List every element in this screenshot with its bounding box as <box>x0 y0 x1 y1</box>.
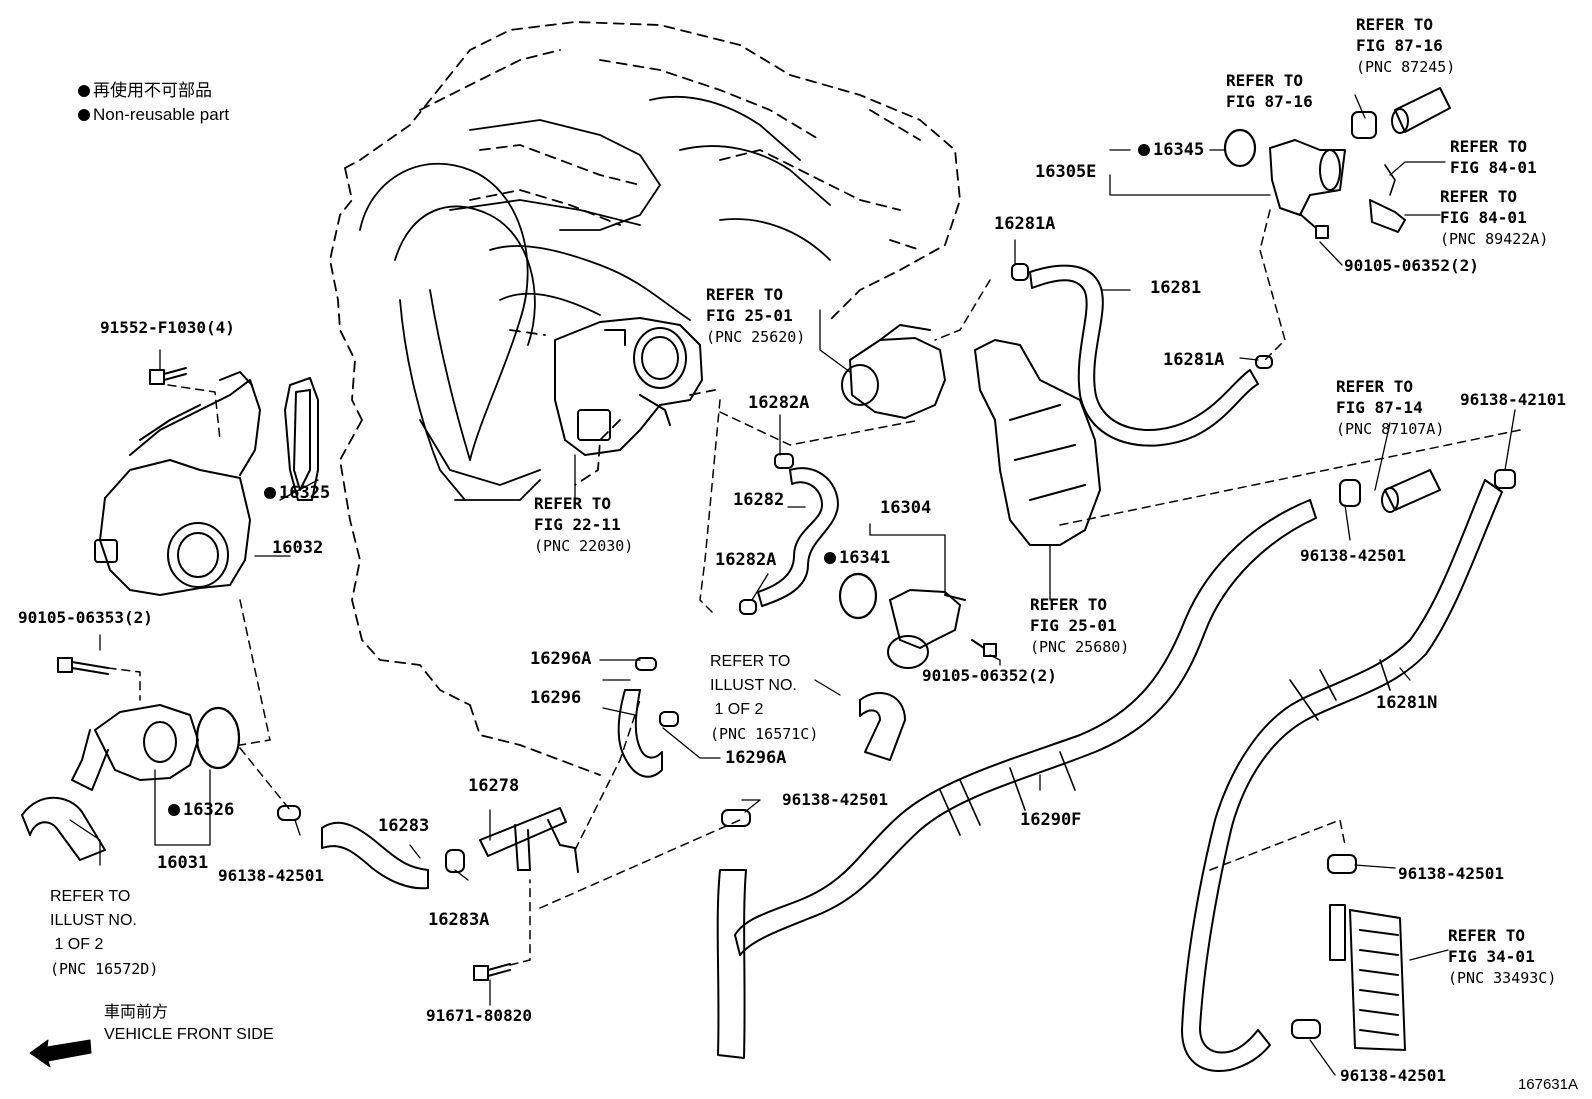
bullet-icon <box>78 109 90 121</box>
sensor-89422A <box>1369 199 1406 233</box>
part-16281N: 16281N <box>1376 693 1438 713</box>
part-16290F: 16290F <box>1020 810 1082 830</box>
leader-lines <box>69 94 1516 1076</box>
bolt-90105-06352-top <box>1299 213 1329 239</box>
part-16341: 16341 <box>824 550 890 567</box>
part-16032: 16032 <box>272 538 324 558</box>
water-inlet-16031 <box>71 704 199 791</box>
o-ring-16345 <box>1223 128 1257 168</box>
legend-jp: 再使用不可部品 <box>78 79 229 103</box>
refer-fig-84-01-b: REFER TO FIG 84-01 (PNC 89422A) <box>1440 187 1549 248</box>
hose-16283 <box>321 821 429 890</box>
water-outlet-16304 <box>887 589 966 669</box>
part-16281: 16281 <box>1150 278 1202 298</box>
hose-16281 <box>1029 264 1259 447</box>
part-90105-06353: 90105-06353(2) <box>18 608 153 627</box>
refer-fig-34-01: REFER TO FIG 34-01 (PNC 33493C) <box>1448 926 1557 987</box>
pipe-16278 <box>479 807 579 873</box>
part-96138-42501-e: 96138-42501 <box>1340 1066 1446 1085</box>
pipe-87245 <box>1394 87 1451 133</box>
refer-fig-87-14: REFER TO FIG 87-14 (PNC 87107A) <box>1336 377 1445 438</box>
non-reusable-icon <box>168 804 180 816</box>
part-96138-42101: 96138-42101 <box>1460 390 1566 409</box>
part-90105-06352-top: 90105-06352(2) <box>1344 256 1479 275</box>
part-16304: 16304 <box>880 498 932 518</box>
pipe-87107A <box>1384 469 1441 511</box>
intake-manifold <box>359 96 831 501</box>
part-16282A-top: 16282A <box>748 393 810 413</box>
part-16031: 16031 <box>157 853 209 873</box>
refer-fig-84-01-a: REFER TO FIG 84-01 <box>1450 137 1537 177</box>
refer-illust-16571C: REFER TO ILLUST NO. 1 OF 2 (PNC 16571C) <box>710 653 819 743</box>
refer-fig-25-01-a: REFER TO FIG 25-01 (PNC 25620) <box>706 285 806 346</box>
part-91671-80820: 91671-80820 <box>426 1006 532 1025</box>
hose-16296 <box>617 689 663 778</box>
refer-fig-22-11: REFER TO FIG 22-11 (PNC 22030) <box>534 494 634 555</box>
part-16283A: 16283A <box>428 910 490 930</box>
water-outlet-16305E <box>1269 139 1346 216</box>
part-16281A-top: 16281A <box>994 214 1056 234</box>
bolt-91671 <box>473 963 511 981</box>
non-reusable-icon <box>824 552 836 564</box>
part-96138-42501-d: 96138-42501 <box>1398 864 1504 883</box>
egr-cooler <box>974 339 1101 546</box>
part-16282: 16282 <box>733 490 785 510</box>
left-leaders <box>107 384 291 811</box>
bolt-90105-06353 <box>57 657 109 675</box>
vehicle-front-arrow <box>29 1039 92 1068</box>
legend-en: Non-reusable part <box>78 103 229 127</box>
vehicle-front-label: 車両前方 VEHICLE FRONT SIDE <box>104 1004 274 1043</box>
bolt-90105-06352-mid <box>971 639 997 657</box>
bullet-icon <box>78 85 90 97</box>
part-16296: 16296 <box>530 688 582 708</box>
part-90105-06352-mid: 90105-06352(2) <box>922 666 1057 685</box>
refer-fig-87-16-b: REFER TO FIG 87-16 <box>1226 71 1313 111</box>
part-91552-F1030: 91552-F1030(4) <box>100 318 235 337</box>
non-reusable-icon <box>1138 144 1150 156</box>
oil-cooler <box>1329 904 1406 1051</box>
egr-valve <box>841 324 946 419</box>
o-ring-16341 <box>838 572 878 620</box>
hose-16290F <box>734 499 1317 956</box>
o-ring-16326 <box>195 706 241 770</box>
clamps <box>277 111 1516 1039</box>
part-96138-42501-b: 96138-42501 <box>782 790 888 809</box>
gasket-16325 <box>284 377 319 501</box>
refer-fig-87-16-a: REFER TO FIG 87-16 (PNC 87245) <box>1356 15 1456 76</box>
refer-illust-16572D: REFER TO ILLUST NO. 1 OF 2 (PNC 16572D) <box>50 888 159 978</box>
part-16283: 16283 <box>378 816 430 836</box>
part-16305E: 16305E <box>1035 162 1097 182</box>
legend: 再使用不可部品 Non-reusable part <box>78 79 229 127</box>
part-16296A-bottom: 16296A <box>725 748 787 768</box>
throttle-body <box>554 317 703 456</box>
illustration-number: 167631A <box>1517 1076 1578 1093</box>
part-16281A-right: 16281A <box>1163 350 1225 370</box>
part-16282A-bottom: 16282A <box>715 550 777 570</box>
part-16345: 16345 <box>1138 142 1204 159</box>
part-16325: 16325 <box>264 485 330 502</box>
water-outlet-16032 <box>94 371 261 596</box>
refer-fig-25-01-b: REFER TO FIG 25-01 (PNC 25680) <box>1030 595 1130 656</box>
part-16326: 16326 <box>168 802 234 819</box>
part-96138-42501-c: 96138-42501 <box>1300 546 1406 565</box>
hose-16282 <box>757 467 839 607</box>
bolt-91552 <box>149 367 187 385</box>
part-16278: 16278 <box>468 776 520 796</box>
hose-end-16572D <box>21 796 106 861</box>
non-reusable-icon <box>264 487 276 499</box>
engine-block-outline <box>329 21 961 776</box>
part-16296A-top: 16296A <box>530 649 592 669</box>
hose-end-16571C <box>859 691 906 761</box>
hose-16281N <box>1181 479 1503 1072</box>
part-96138-42501-a: 96138-42501 <box>218 866 324 885</box>
